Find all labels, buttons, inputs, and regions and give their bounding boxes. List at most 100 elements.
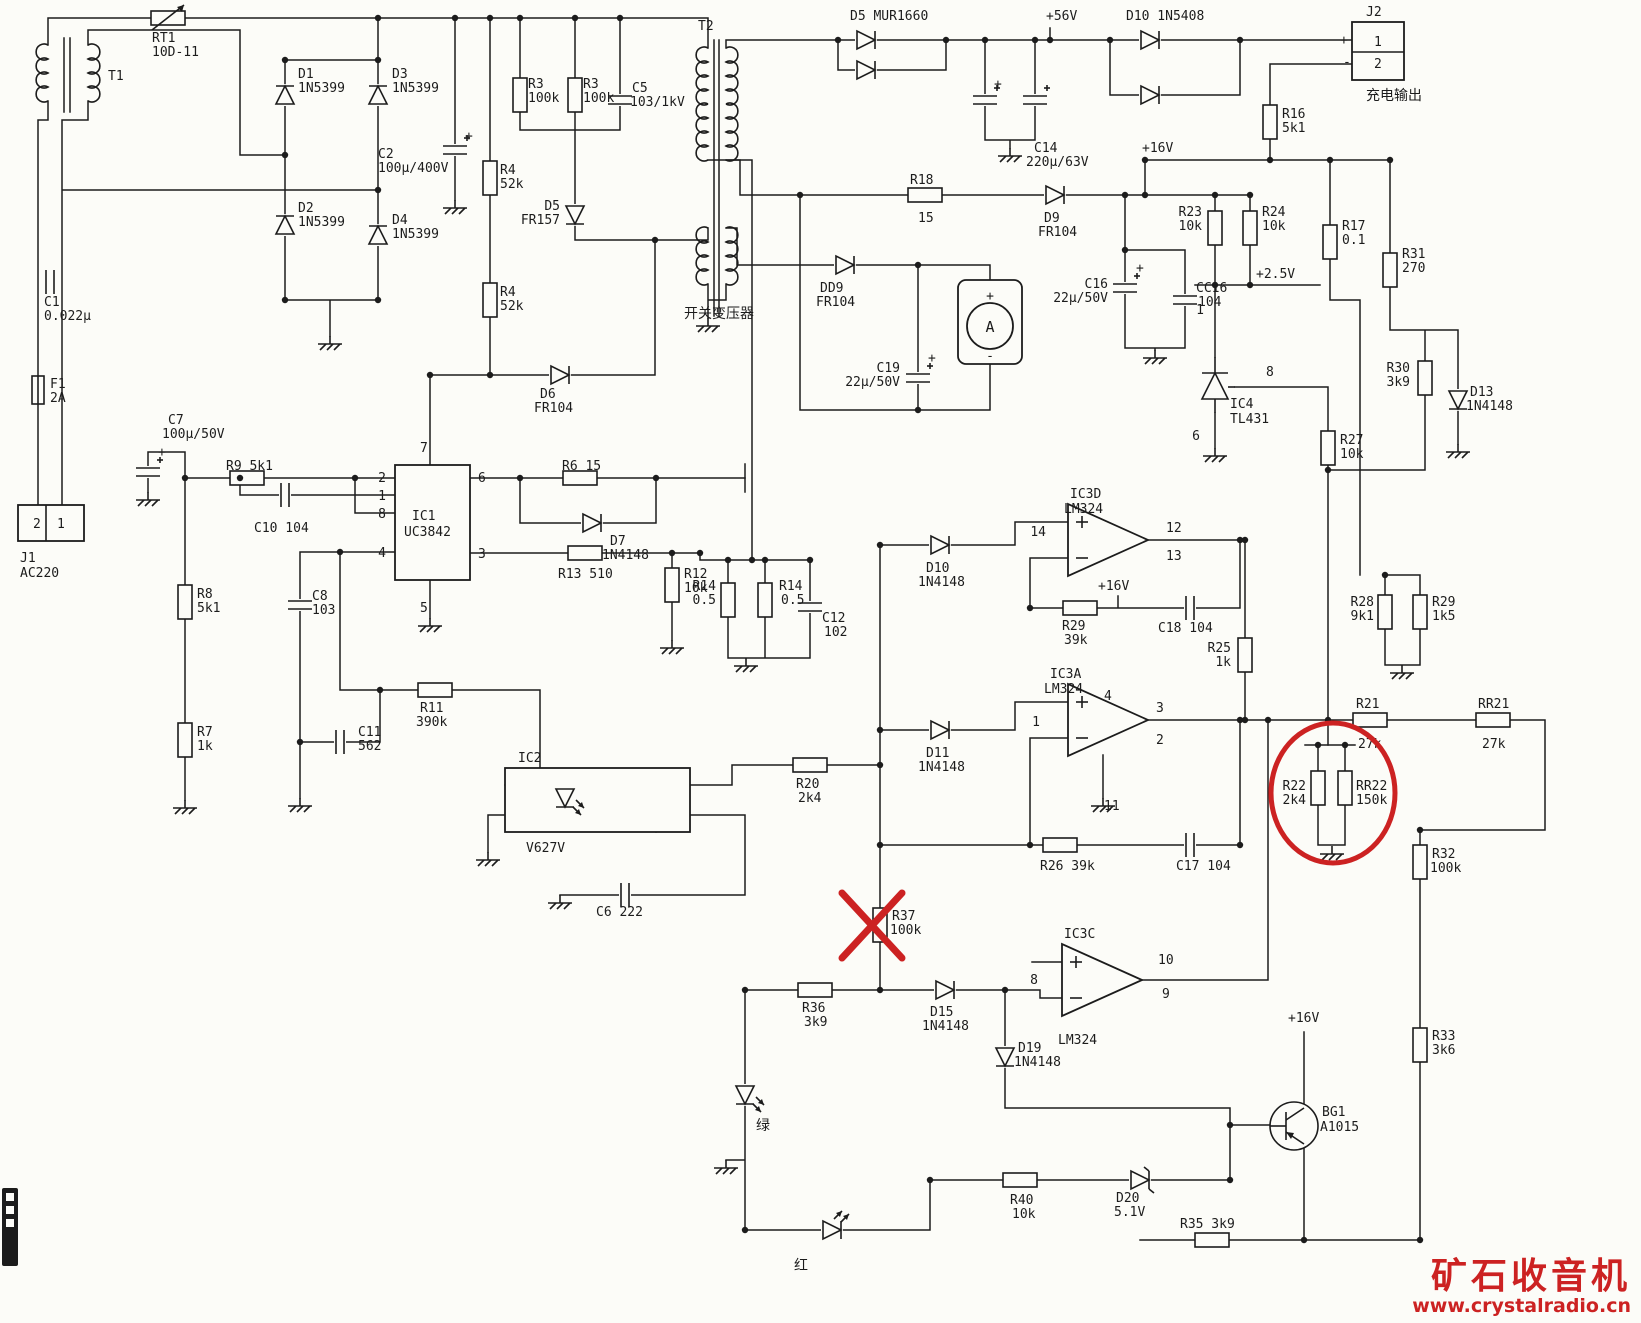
component-label: 1k5 xyxy=(1432,609,1455,624)
component-label: D1 xyxy=(298,67,314,82)
junction-dot xyxy=(805,555,815,565)
component-label: FR104 xyxy=(534,401,573,416)
ic-IC2-V627V-box xyxy=(504,767,691,833)
component-label: R6 15 xyxy=(562,459,601,474)
resistor-R24 xyxy=(1242,210,1258,246)
junction-dot xyxy=(747,555,757,565)
junction-dot xyxy=(1226,1121,1234,1129)
component-label: R13 510 xyxy=(558,567,613,582)
ammeter-motor-symbol xyxy=(966,302,1014,350)
component-label: D5 MUR1660 xyxy=(850,9,928,24)
junction-dot xyxy=(650,236,660,244)
junction-dot xyxy=(740,985,750,995)
junction-dot xyxy=(1386,156,1394,164)
junction-dot xyxy=(1000,985,1010,995)
edge-watermark xyxy=(2,1188,18,1266)
transformer-T2-primary-upper xyxy=(695,46,709,106)
component-label: 5k1 xyxy=(1282,121,1305,136)
resistor-R28 xyxy=(1377,594,1393,630)
junction-dot xyxy=(833,35,843,45)
resistor-R36 xyxy=(797,982,833,998)
junction-dot xyxy=(913,260,923,270)
component-label: 1N4148 xyxy=(602,548,649,563)
component-label: 6 xyxy=(1192,429,1200,444)
resistor-R13 xyxy=(567,545,603,561)
ground-icon xyxy=(733,657,759,673)
component-label: IC1 xyxy=(412,509,435,524)
junction-dot xyxy=(280,295,290,305)
ground-icon xyxy=(547,894,573,910)
red-circle-annotation xyxy=(1268,720,1398,866)
component-label: V627V xyxy=(526,841,565,856)
fuse-F1 xyxy=(31,375,45,405)
component-label: DD9 xyxy=(820,281,843,296)
ground-icon xyxy=(135,491,161,507)
transformer-T2-sec-aux xyxy=(725,226,739,286)
junction-dot xyxy=(1226,1176,1234,1184)
component-label: 3k9 xyxy=(804,1015,827,1030)
component-label: 1N4148 xyxy=(1466,399,1513,414)
component-label: R8 xyxy=(197,587,213,602)
component-label: T1 xyxy=(108,69,124,84)
transformer-T2-aux-winding xyxy=(695,226,709,286)
component-label: + xyxy=(1340,33,1348,48)
diode-D1 xyxy=(273,83,297,107)
label-switching-transformer: 开关变压器 xyxy=(684,306,754,322)
component-label: 390k xyxy=(416,715,447,730)
component-label: 15 xyxy=(918,211,934,226)
component-label: C12 xyxy=(822,611,845,626)
junction-dot xyxy=(1121,191,1129,199)
component-label: 22μ/50V xyxy=(845,375,900,390)
junction-dot xyxy=(740,1226,750,1234)
component-label: R14 xyxy=(693,579,717,594)
component-label: 10k xyxy=(1262,219,1286,234)
ground-icon xyxy=(442,199,468,215)
component-label: R29 xyxy=(1432,595,1455,610)
component-label: R32 xyxy=(1432,847,1455,862)
component-label: + xyxy=(465,129,473,144)
component-label: 0.5 xyxy=(693,593,716,608)
resistor-R12 xyxy=(664,567,680,603)
component-label: 102 xyxy=(824,625,847,640)
component-label: J2 xyxy=(1366,5,1382,20)
resistor-R3b xyxy=(567,77,583,113)
ground-icon xyxy=(1142,349,1168,365)
junction-dot xyxy=(1241,715,1249,725)
component-label: 100k xyxy=(528,91,559,106)
capacitor-C14b xyxy=(1021,84,1051,107)
component-label: C18 104 xyxy=(1158,621,1213,636)
component-label: + xyxy=(1136,261,1144,276)
component-label: R7 xyxy=(197,725,213,740)
component-label: 1N4148 xyxy=(922,1019,969,1034)
component-label: 1k xyxy=(1215,655,1231,670)
component-label: IC3A xyxy=(1050,667,1081,682)
component-label: 2k4 xyxy=(1283,793,1307,808)
diode-D5b-MUR1660 xyxy=(854,58,878,82)
component-label: 2k4 xyxy=(798,791,822,806)
component-label: D13 xyxy=(1470,385,1493,400)
capacitor-C18 xyxy=(1183,594,1197,622)
component-label: 3 xyxy=(1156,701,1164,716)
component-label: 1k xyxy=(197,739,213,754)
component-label: + xyxy=(994,77,1002,92)
resistor-R21 xyxy=(1352,712,1388,728)
junction-dot xyxy=(181,473,189,483)
component-label: 5k1 xyxy=(197,601,220,616)
junction-dot xyxy=(1031,35,1039,45)
component-label: 150k xyxy=(1356,793,1387,808)
component-label: 52k xyxy=(500,177,524,192)
junction-dot xyxy=(1246,191,1254,199)
resistor-R4b xyxy=(482,282,498,318)
component-label: +16V xyxy=(1142,141,1173,156)
ground-icon xyxy=(172,799,198,815)
component-label: R3 xyxy=(583,77,599,92)
component-label: 2 xyxy=(378,471,386,486)
component-label: D4 xyxy=(392,213,408,228)
component-label: 1 xyxy=(1196,303,1204,318)
resistor-R18 xyxy=(907,187,943,203)
junction-dot xyxy=(485,370,495,380)
ground-icon xyxy=(1445,443,1471,459)
wiring xyxy=(37,17,1546,1241)
